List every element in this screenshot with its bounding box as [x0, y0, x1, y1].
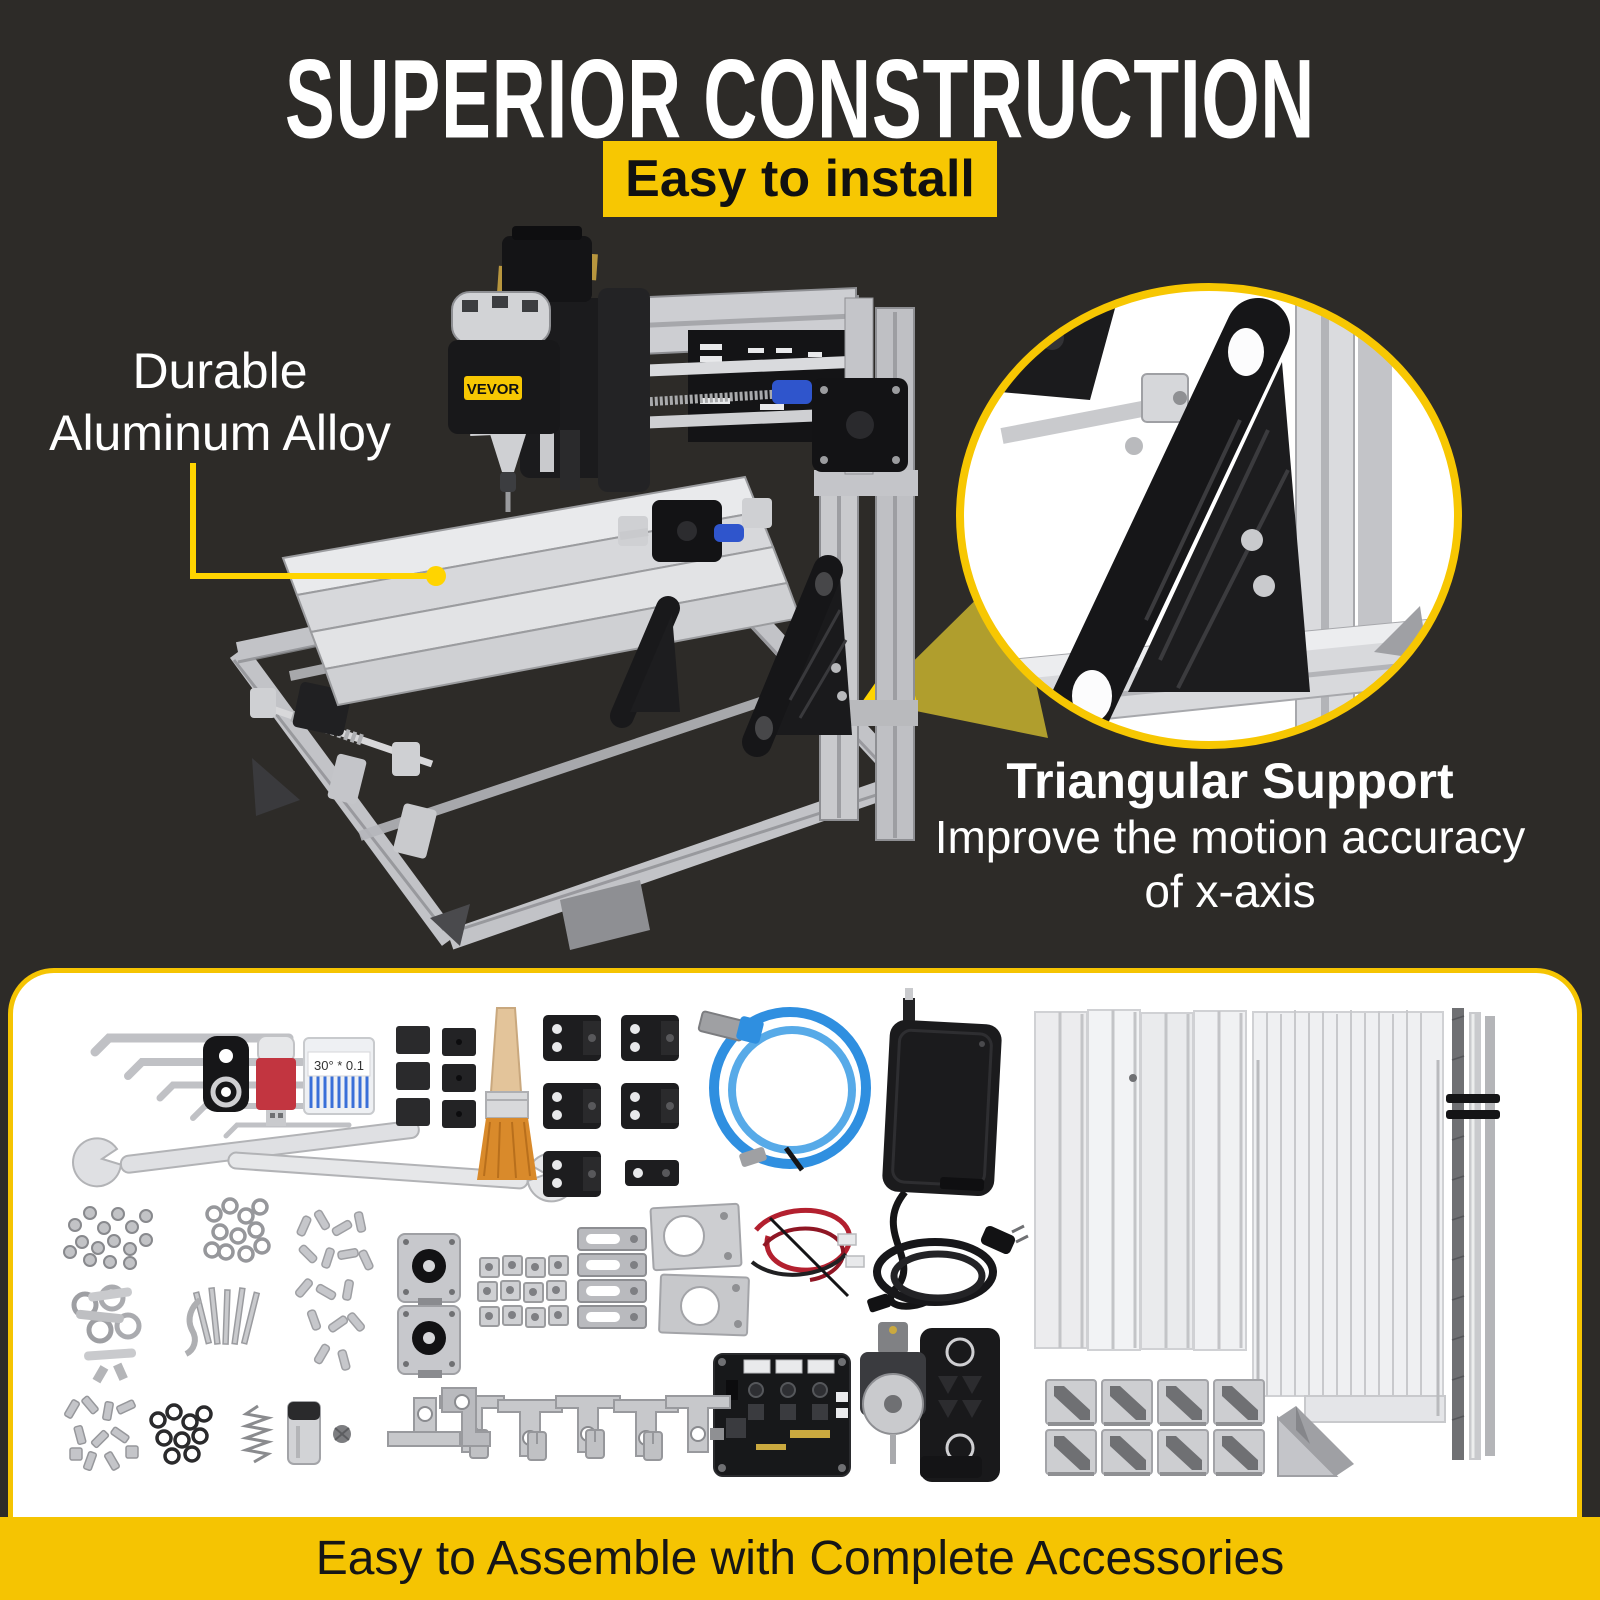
spindle-motor-assembly	[860, 1322, 1000, 1482]
triangular-callout: Triangular Support Improve the motion ac…	[880, 752, 1580, 918]
work-table	[281, 475, 802, 707]
usb-cable	[697, 1007, 871, 1172]
accessories-layout: 30° * 0.1	[63, 988, 1500, 1482]
shaft-supports	[387, 1387, 491, 1447]
triangular-title: Triangular Support	[1006, 753, 1454, 809]
fixing-clamps	[543, 1015, 679, 1197]
screw-tnut-pile	[64, 1395, 139, 1472]
table-profiles-bundle	[1034, 1009, 1247, 1351]
rubber-pads	[396, 1026, 476, 1128]
frame-profiles-bundle	[1252, 1010, 1446, 1423]
triangular-desc1: Improve the motion accuracy	[934, 811, 1526, 863]
triangular-braces	[610, 555, 852, 757]
spring	[240, 1404, 274, 1464]
triangular-desc2: of x-axis	[1144, 865, 1316, 917]
accessories-panel: 30° * 0.1	[8, 968, 1582, 1517]
mini-clamps	[469, 1429, 663, 1461]
corner-brackets	[1045, 1379, 1265, 1477]
bolt-washer-pile	[71, 1284, 142, 1384]
vevor-logo-text: VEVOR	[467, 381, 520, 398]
magnifier-inset	[956, 283, 1462, 749]
t-slot-nuts	[477, 1255, 569, 1328]
slotted-plates	[577, 1227, 647, 1329]
usb-flash-drive	[256, 1035, 296, 1126]
durable-line1: Durable	[132, 343, 308, 399]
lead-screws-and-rods	[1446, 1008, 1500, 1460]
corner-block	[1277, 1406, 1354, 1477]
bottom-caption: Easy to Assemble with Complete Accessori…	[0, 1517, 1600, 1600]
easy-install-badge: Easy to install	[603, 141, 997, 217]
cnc-machine-photo: VEVOR	[229, 226, 918, 950]
spindle-motor: VEVOR	[448, 291, 560, 512]
vevor-logo	[464, 376, 522, 400]
motor-mount-plates	[649, 1202, 750, 1337]
durable-callout-line	[190, 463, 446, 586]
socket-screw-pile	[294, 1209, 374, 1371]
grease-vial	[287, 1401, 321, 1465]
bits-label: 30° * 0.1	[314, 1058, 364, 1073]
knurled-nut	[333, 1425, 351, 1443]
durable-line2: Aluminum Alloy	[49, 405, 391, 461]
black-washer-pile	[149, 1403, 213, 1465]
stepper-motor-2	[397, 1305, 461, 1379]
z-stepper-motor	[502, 236, 592, 302]
clamp-plate	[203, 1036, 249, 1112]
paint-brush	[477, 1007, 537, 1180]
nut-pile	[63, 1206, 153, 1270]
engraving-bits-box: 30° * 0.1	[303, 1037, 375, 1115]
wiring-harness	[750, 1207, 865, 1298]
washer-pile	[203, 1197, 271, 1263]
power-cord	[867, 1224, 1029, 1313]
inset-triangular-support	[1046, 298, 1310, 744]
durable-callout: Durable Aluminum Alloy	[0, 340, 440, 464]
stepper-motor-1	[397, 1233, 461, 1307]
machine-screw-pile	[184, 1287, 261, 1357]
control-board	[710, 1353, 851, 1477]
